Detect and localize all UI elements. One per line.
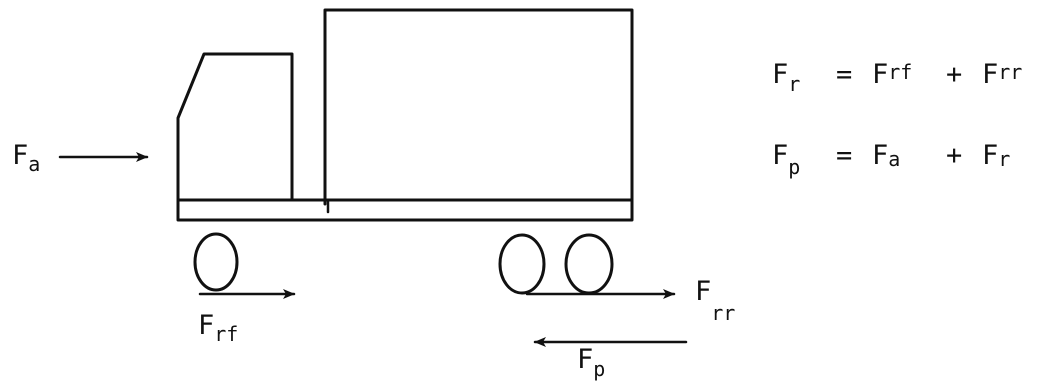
equation-2: Fp = Fa + Fr bbox=[772, 140, 1010, 179]
cargo-box bbox=[323, 8, 634, 206]
truck bbox=[176, 8, 634, 295]
label-f-rf: Frf bbox=[198, 310, 238, 346]
label-f-p: Fp bbox=[577, 344, 605, 381]
label-f-a: Fa bbox=[12, 140, 40, 176]
rear-wheel-2 bbox=[564, 233, 614, 295]
rear-wheel-1 bbox=[498, 233, 546, 295]
label-f-rr: Frr bbox=[695, 276, 735, 325]
cab bbox=[176, 52, 294, 202]
chassis bbox=[176, 198, 634, 222]
equation-1: Fr = Frf + Frr bbox=[772, 59, 1022, 96]
front-wheel bbox=[193, 232, 239, 292]
